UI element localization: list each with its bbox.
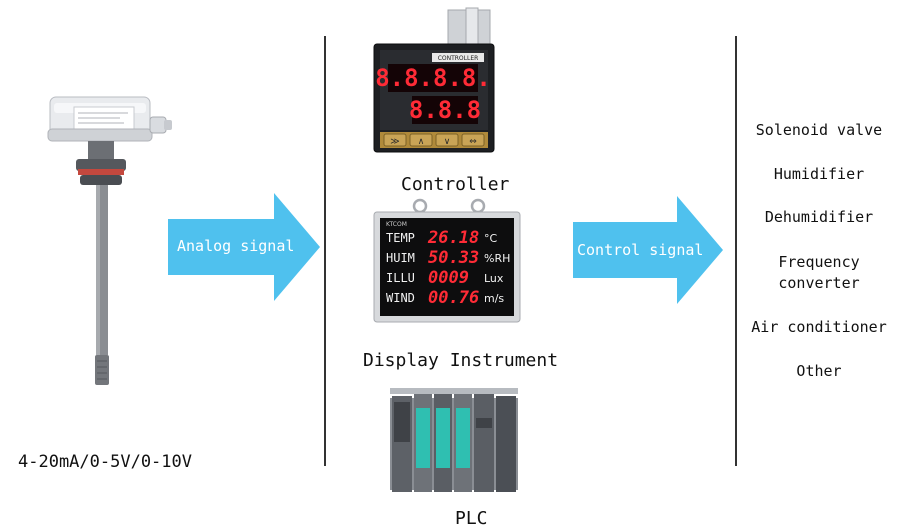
control-signal-arrow <box>573 196 723 304</box>
plc-image <box>390 388 518 492</box>
analog-signal-label: Analog signal <box>177 237 295 255</box>
analog-signal-arrow <box>168 193 320 301</box>
instrument-row-unit: %RH <box>484 252 510 265</box>
controller-button <box>461 133 485 147</box>
controller-row2-value: 8.8.8 <box>409 96 481 124</box>
display-instrument-image: KTCOM TEMP 26.18 °C HUIM 50.33 %RH ILLU 0009 Lux… <box>373 198 521 323</box>
output-other: Other <box>796 362 842 380</box>
instrument-row-value: 50.33 <box>428 248 479 268</box>
instrument-row-name: ILLU <box>386 271 415 285</box>
plc-label: PLC <box>455 508 488 529</box>
controller-button <box>409 133 433 147</box>
output-air-conditioner: Air conditioner <box>751 318 887 336</box>
controller-button <box>383 133 407 147</box>
controller-button-glyph: ≫ <box>390 137 399 147</box>
output-dehumidifier: Dehumidifier <box>764 208 874 226</box>
controller-button-glyph: ∧ <box>418 137 425 147</box>
instrument-row-value: 00.76 <box>428 288 479 308</box>
instrument-row-name: WIND <box>386 291 415 305</box>
instrument-row-name: TEMP <box>386 231 415 245</box>
sensor-transmitter-image <box>47 96 172 385</box>
instrument-brand: KTCOM <box>386 221 407 228</box>
instrument-row-unit: m/s <box>484 292 504 305</box>
controller-button <box>435 133 459 147</box>
sensor-output-label: 4-20mA/0-5V/0-10V <box>18 452 192 472</box>
control-signal-label: Control signal <box>577 241 704 259</box>
instrument-row-value: 26.18 <box>427 228 479 248</box>
output-solenoid-valve: Solenoid valve <box>755 121 883 139</box>
output-frequency-converter: Frequency converter <box>778 253 860 292</box>
instrument-row-name: HUIM <box>386 251 415 265</box>
controller-panel-title: CONTROLLER <box>438 55 479 62</box>
instrument-row-unit: °C <box>484 232 498 245</box>
right-divider <box>735 36 737 466</box>
controller-row1-value: 8.8.8.8. <box>375 64 491 92</box>
controller-button-glyph: ∨ <box>444 137 451 147</box>
controller-image: CONTROLLER 8.8.8.8. 8.8.8 ≫ ∧ ∨ ⇔ <box>373 7 495 153</box>
controller-button-glyph: ⇔ <box>469 137 477 147</box>
display-instrument-label: Display Instrument <box>363 350 559 371</box>
controller-label: Controller <box>401 174 510 195</box>
instrument-row-value: 0009 <box>428 268 469 288</box>
instrument-row-unit: Lux <box>484 272 504 285</box>
output-humidifier: Humidifier <box>773 165 865 183</box>
left-divider <box>324 36 326 466</box>
